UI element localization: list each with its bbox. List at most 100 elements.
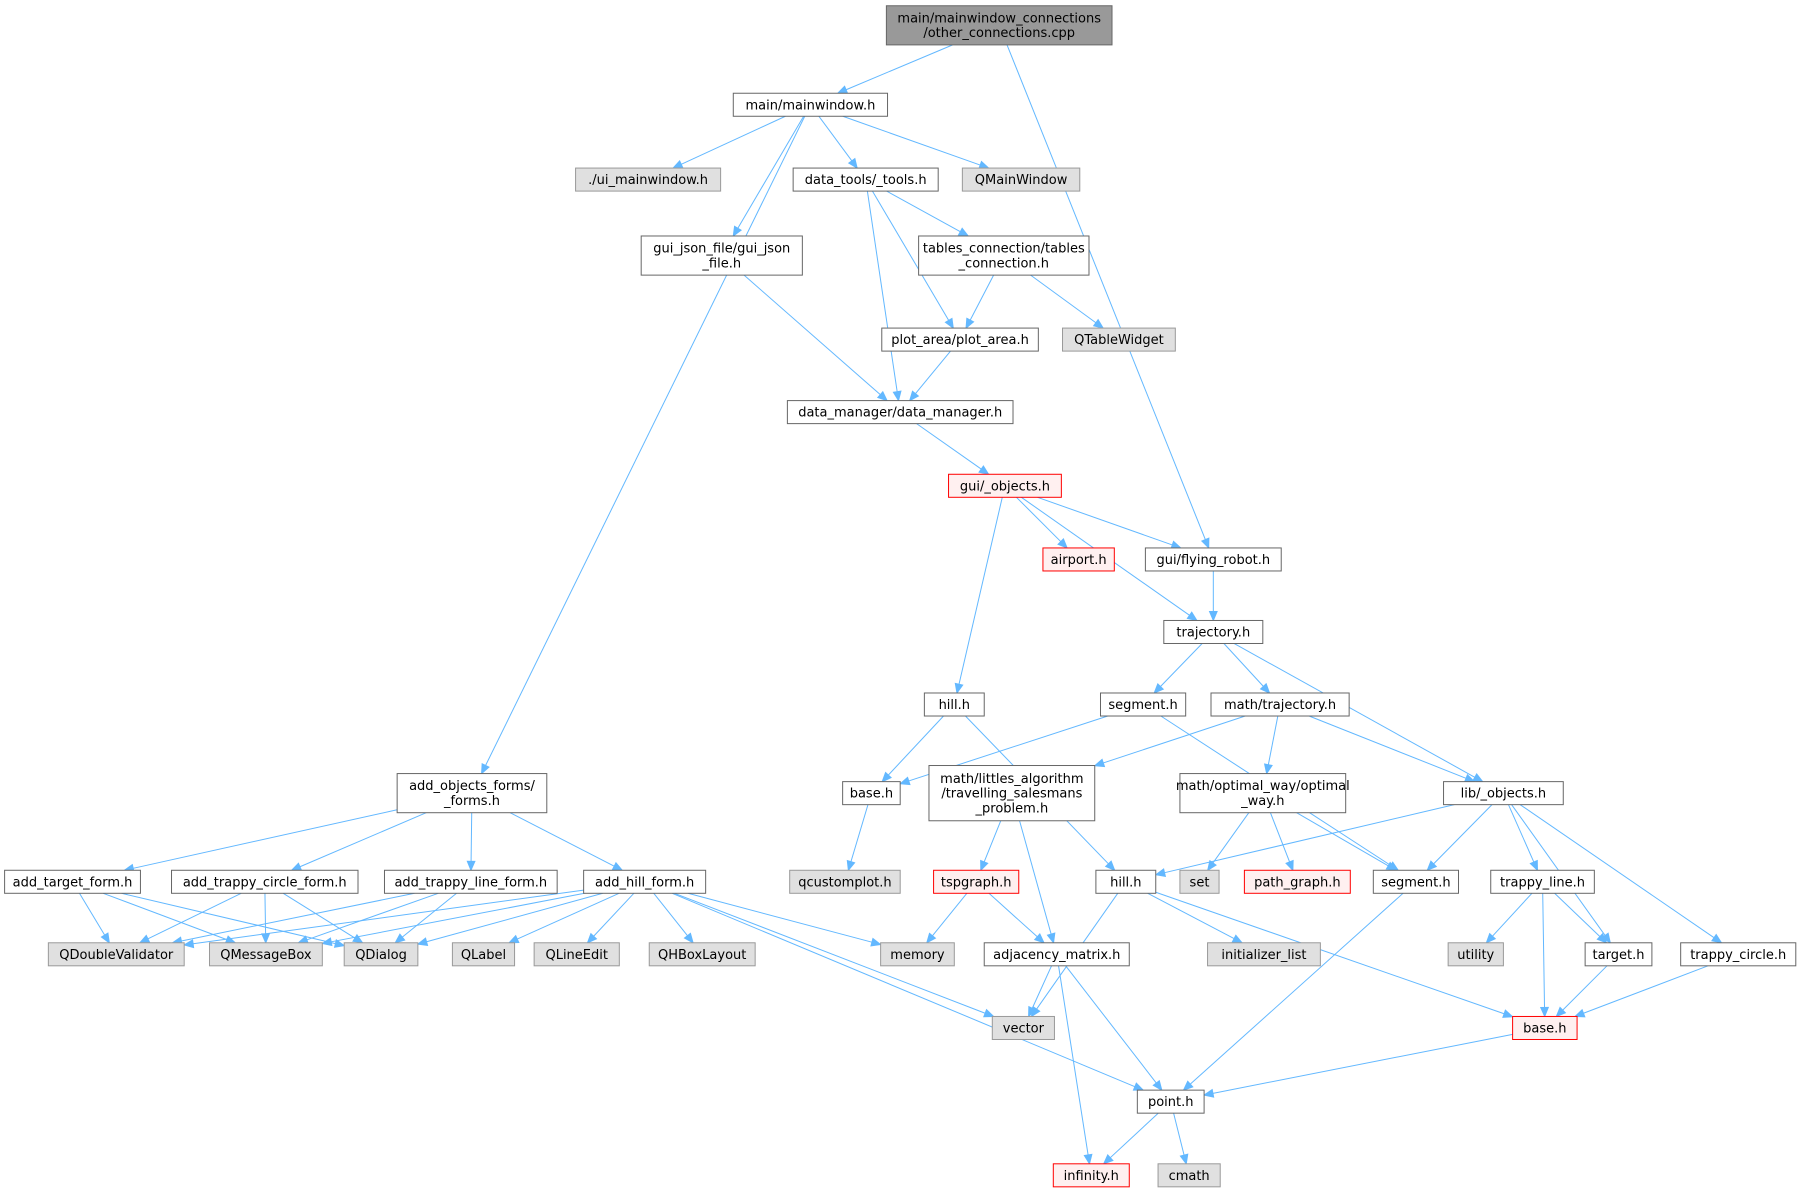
node-label: gui/flying_robot.h [1156, 553, 1270, 568]
edge-trajectory-to-math-traj [1223, 643, 1271, 694]
edge-hill-b-to-base-b [1155, 891, 1514, 1018]
node-label: segment.h [1381, 875, 1450, 890]
node-box [209, 942, 323, 967]
node-root[interactable]: main/mainwindow_connections/other_connec… [885, 5, 1113, 46]
node-box [533, 942, 620, 967]
node-label: adjacency_matrix.h [993, 948, 1120, 963]
node-tspgraph[interactable]: tspgraph.h [933, 869, 1020, 894]
edge-plot-area-to-data-manager [908, 350, 951, 402]
edge-add-hill-to-qmessagebox [321, 892, 585, 947]
node-label: QDialog [355, 948, 407, 963]
node-trappy-circle[interactable]: trappy_circle.h [1680, 942, 1797, 967]
node-label: trappy_line.h [1500, 875, 1585, 890]
node-memory[interactable]: memory [880, 942, 955, 967]
node-qcustomplot[interactable]: qcustomplot.h [789, 869, 901, 894]
node-qmainwindow[interactable]: QMainWindow [961, 167, 1081, 192]
node-qdialog[interactable]: QDialog [343, 942, 419, 967]
node-segment-a[interactable]: segment.h [1099, 692, 1187, 717]
node-hill-b[interactable]: hill.h [1095, 869, 1157, 894]
node-cmath[interactable]: cmath [1157, 1163, 1221, 1188]
node-label: base.h [1523, 1021, 1566, 1036]
edge-gui-objects-to-flying-robot [1037, 496, 1182, 550]
node-box [1042, 547, 1115, 572]
edge-segment-b-to-point [1182, 892, 1404, 1091]
node-mainwindow[interactable]: main/mainwindow.h [732, 92, 889, 117]
node-label: memory [890, 948, 945, 963]
node-label: trappy_circle.h [1690, 948, 1786, 963]
edge-mainwindow-to-qmainwindow [842, 115, 990, 170]
node-label: base.h [850, 787, 893, 802]
node-qmessagebox[interactable]: QMessageBox [209, 942, 323, 967]
node-label: _file.h [701, 256, 741, 271]
edge-add-line-to-qdialog [394, 892, 457, 944]
node-label: _connection.h [958, 256, 1050, 271]
node-gui-json[interactable]: gui_json_file/gui_json_file.h [640, 235, 803, 276]
edge-mainwindow-to-gui-json [732, 116, 805, 238]
node-label: hill.h [1110, 875, 1141, 890]
node-optimal-way[interactable]: math/optimal_way/optimal_way.h [1176, 773, 1350, 814]
node-add-line[interactable]: add_trappy_line_form.h [383, 869, 558, 894]
node-trappy-line[interactable]: trappy_line.h [1490, 869, 1595, 894]
node-qtablewidget[interactable]: QTableWidget [1062, 327, 1176, 352]
node-box [948, 473, 1062, 498]
edge-forms-to-add-hill [509, 812, 624, 871]
node-vector[interactable]: vector [991, 1015, 1055, 1040]
node-label: trajectory.h [1176, 625, 1250, 640]
edge-lib-objects-to-trappy-line [1508, 804, 1538, 872]
node-box [1512, 1015, 1578, 1040]
node-data-tools[interactable]: data_tools/_tools.h [792, 167, 939, 192]
node-data-manager[interactable]: data_manager/data_manager.h [786, 400, 1014, 425]
edge-littles-to-tspgraph [980, 820, 1002, 872]
node-label: point.h [1148, 1095, 1194, 1110]
graph-nodes: main/mainwindow_connections/other_connec… [4, 5, 1797, 1188]
node-add-hill[interactable]: add_hill_form.h [583, 869, 707, 894]
node-flying-robot[interactable]: gui/flying_robot.h [1144, 547, 1282, 572]
node-label: _way.h [1240, 794, 1284, 809]
edge-add-target-to-qmessagebox [103, 892, 237, 944]
node-math-traj[interactable]: math/trajectory.h [1210, 692, 1350, 717]
node-gui-objects[interactable]: gui/_objects.h [948, 473, 1062, 498]
edge-add-hill-to-vector [674, 892, 995, 1018]
node-trajectory[interactable]: trajectory.h [1163, 619, 1264, 644]
node-airport[interactable]: airport.h [1042, 547, 1115, 572]
node-add-circle[interactable]: add_trappy_circle_form.h [171, 869, 359, 894]
node-base-b[interactable]: base.h [1512, 1015, 1578, 1040]
node-box [880, 942, 955, 967]
node-initializer-list[interactable]: initializer_list [1207, 942, 1321, 967]
node-add-target[interactable]: add_target_form.h [4, 869, 141, 894]
node-hill-a[interactable]: hill.h [923, 692, 985, 717]
node-box [885, 5, 1113, 46]
edge-add-target-to-qdoublevalidator [79, 893, 110, 944]
node-set[interactable]: set [1179, 869, 1220, 894]
node-base-a[interactable]: base.h [842, 781, 901, 806]
node-label: target.h [1593, 948, 1645, 963]
node-qhboxlayout[interactable]: QHBoxLayout [648, 942, 756, 967]
edge-lib-objects-to-segment-b [1426, 804, 1493, 872]
node-segment-b[interactable]: segment.h [1372, 869, 1460, 894]
node-littles[interactable]: math/littles_algorithm/travelling_salesm… [928, 765, 1096, 822]
node-qdoublevalidator[interactable]: QDoubleValidator [47, 942, 185, 967]
node-label: tables_connection/tables [923, 242, 1085, 257]
edge-trappy-line-to-target [1554, 892, 1608, 944]
node-qlabel[interactable]: QLabel [451, 942, 516, 967]
node-ui-mainwindow[interactable]: ./ui_mainwindow.h [575, 167, 722, 192]
node-label: airport.h [1051, 553, 1107, 568]
node-box [1372, 869, 1460, 894]
node-forms[interactable]: add_objects_forms/_forms.h [396, 773, 548, 814]
node-box [1157, 1163, 1221, 1188]
node-tables-conn[interactable]: tables_connection/tables_connection.h [918, 235, 1090, 276]
edge-add-line-to-qmessagebox [297, 892, 439, 944]
edge-forms-to-add-line [466, 812, 476, 872]
node-path-graph[interactable]: path_graph.h [1243, 869, 1351, 894]
node-label: math/optimal_way/optimal [1176, 779, 1350, 794]
node-point[interactable]: point.h [1136, 1089, 1205, 1114]
node-target[interactable]: target.h [1584, 942, 1653, 967]
node-utility[interactable]: utility [1447, 942, 1504, 967]
node-lib-objects[interactable]: lib/_objects.h [1443, 781, 1564, 806]
node-box [1210, 692, 1350, 717]
node-infinity[interactable]: infinity.h [1052, 1163, 1130, 1188]
edge-tables-conn-to-qtablewidget [1030, 274, 1105, 329]
node-adjacency[interactable]: adjacency_matrix.h [983, 942, 1130, 967]
node-qlineedit[interactable]: QLineEdit [533, 942, 620, 967]
node-plot-area[interactable]: plot_area/plot_area.h [881, 327, 1039, 352]
